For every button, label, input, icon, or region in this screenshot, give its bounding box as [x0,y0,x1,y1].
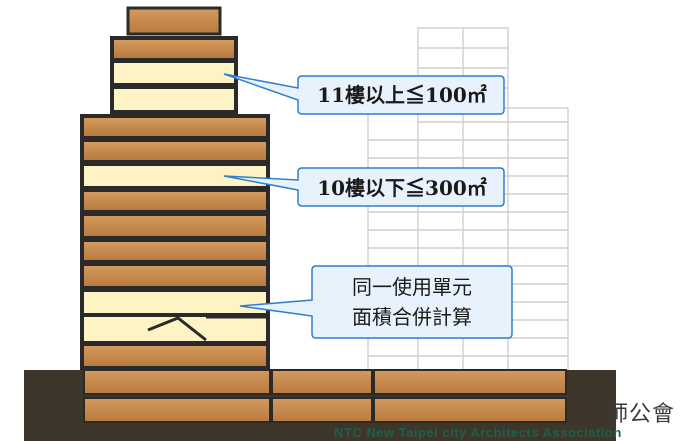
lower-floor-highlighted [84,166,266,186]
watermark-org-cn: 師公會 [606,402,676,427]
basement-floors [83,369,567,423]
internal-stair [147,316,207,342]
watermark-org-en: NTC New Taipei city Architects Associati… [334,425,622,440]
callout-lower-text: 10樓以下≦300㎡ [317,176,487,200]
upper-floor-cream [114,89,234,110]
upper-floor-brown [114,40,234,58]
callout-upper-text: 11樓以上≦100㎡ [317,83,487,107]
upper-tower [110,6,238,114]
merged-unit-floor-b [84,317,266,341]
upper-floor-highlighted [114,63,234,83]
merged-unit-floor-a [84,292,266,313]
lower-podium [80,114,270,370]
callout-unit-line1: 同一使用單元 [352,275,472,299]
callout-unit-line2: 面積合併計算 [352,305,472,329]
callout-upper: 11樓以上≦100㎡ [223,73,505,115]
callout-lower: 10樓以下≦300㎡ [223,167,505,207]
callout-unit: 同一使用單元 面積合併計算 [239,265,513,339]
